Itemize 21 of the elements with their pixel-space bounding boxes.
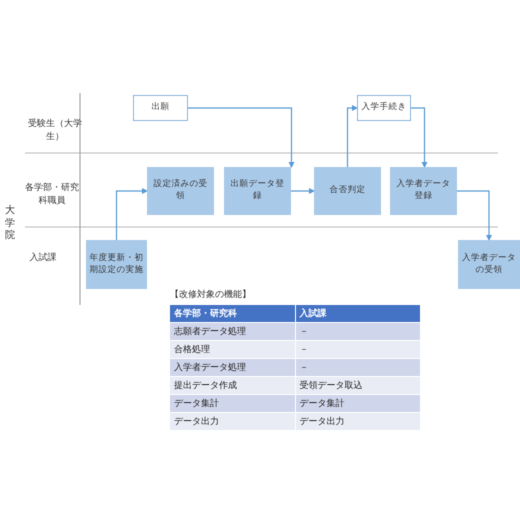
- process-box: 入学手続き: [357, 95, 411, 121]
- process-box: 合否判定: [314, 167, 381, 215]
- process-box: 入学者データの受領: [458, 240, 520, 289]
- table-cell: データ出力: [295, 412, 420, 430]
- process-box: 設定済みの受領: [147, 167, 214, 215]
- arrow: [411, 107, 428, 168]
- process-box: 出願データ登録: [224, 167, 291, 215]
- lane-label: 入試課: [28, 252, 58, 265]
- arrow: [116, 188, 148, 240]
- table-title: 【改修対象の機能】: [170, 289, 252, 302]
- arrow: [188, 107, 294, 168]
- lane-label: 各学部・研究科職員: [24, 182, 80, 208]
- arrow: [457, 190, 492, 241]
- lane-label: 受験生（大学生）: [27, 118, 83, 144]
- arrow: [346, 105, 358, 167]
- group-label: 大学院: [4, 205, 16, 242]
- table-cell: データ出力: [170, 412, 295, 430]
- process-box: 出願: [133, 95, 188, 121]
- process-box: 年度更新・初期設定の実施: [86, 240, 147, 289]
- process-box: 入学者データ登録: [390, 167, 457, 215]
- arrow: [291, 188, 315, 194]
